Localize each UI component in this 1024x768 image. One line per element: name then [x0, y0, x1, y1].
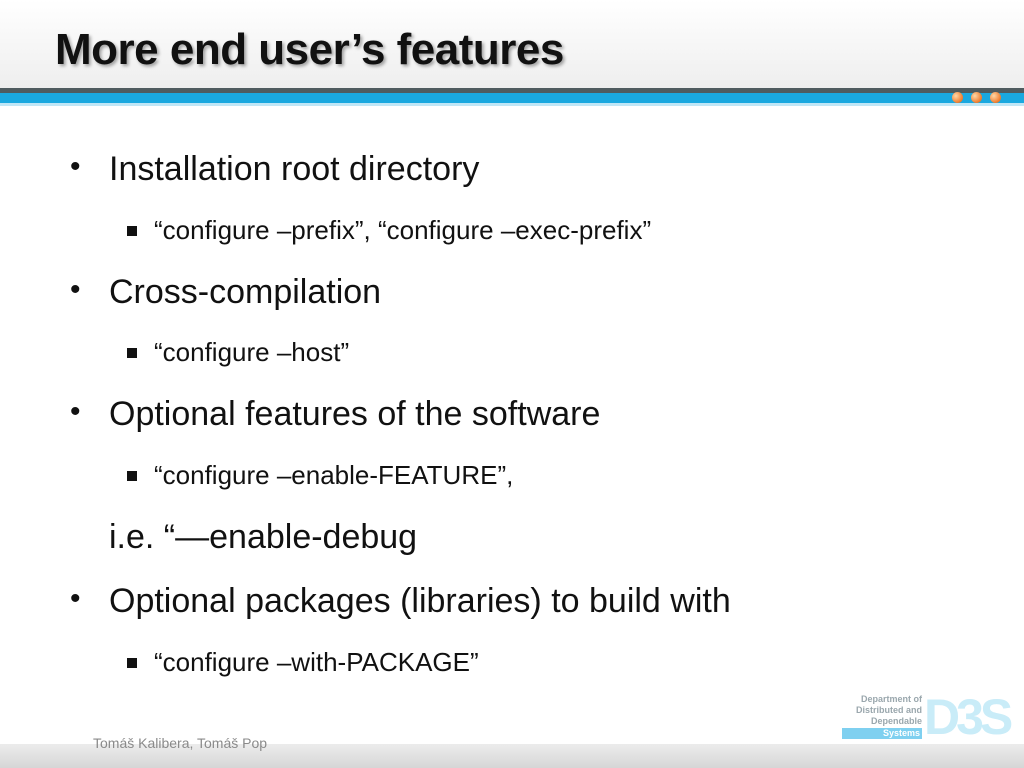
bullet-dot-icon: • [70, 150, 81, 183]
sub-bullet-text: “configure –enable-FEATURE”, [154, 460, 514, 490]
sub-bullet-text: “configure –with-PACKAGE” [154, 647, 479, 677]
header-stripe-gray [0, 88, 1024, 93]
logo-line: Systems [842, 728, 922, 739]
slide-title: More end user’s features [55, 25, 564, 74]
orange-dot-icon [990, 92, 1001, 103]
square-bullet-icon [127, 348, 137, 358]
header-stripe-light [0, 103, 1024, 106]
logo-line: Distributed and [855, 705, 922, 715]
square-bullet-icon [127, 658, 137, 668]
bullet-text: Installation root directory [109, 150, 480, 188]
title-band [0, 0, 1024, 88]
bullet-text: Cross-compilation [109, 273, 382, 311]
square-bullet-icon [127, 471, 137, 481]
footer-authors: Tomáš Kalibera, Tomáš Pop [93, 735, 268, 751]
bullet-text: Optional packages (libraries) to build w… [109, 582, 731, 620]
square-bullet-icon [127, 226, 137, 236]
decorative-dots [952, 92, 1002, 104]
bullet-text: Optional features of the software [109, 395, 601, 433]
sub-bullet-text: “configure –prefix”, “configure –exec-pr… [154, 215, 652, 245]
orange-dot-icon [952, 92, 963, 103]
logo-line: Dependable [870, 716, 922, 726]
header-stripe-blue [0, 93, 1024, 103]
logo-line: Department of [860, 694, 922, 704]
logo-mark: D3S [924, 689, 1013, 745]
bullet-dot-icon: • [70, 395, 81, 428]
logo-text-block: Department of Distributed and Dependable… [842, 694, 922, 742]
sub-bullet-text: “configure –host” [154, 337, 350, 367]
bullet-dot-icon: • [70, 582, 81, 615]
continuation-text: i.e. “—enable-debug [109, 518, 418, 556]
footer-band [0, 744, 1024, 768]
d3s-logo: Department of Distributed and Dependable… [842, 690, 1022, 744]
orange-dot-icon [971, 92, 982, 103]
bullet-dot-icon: • [70, 273, 81, 306]
